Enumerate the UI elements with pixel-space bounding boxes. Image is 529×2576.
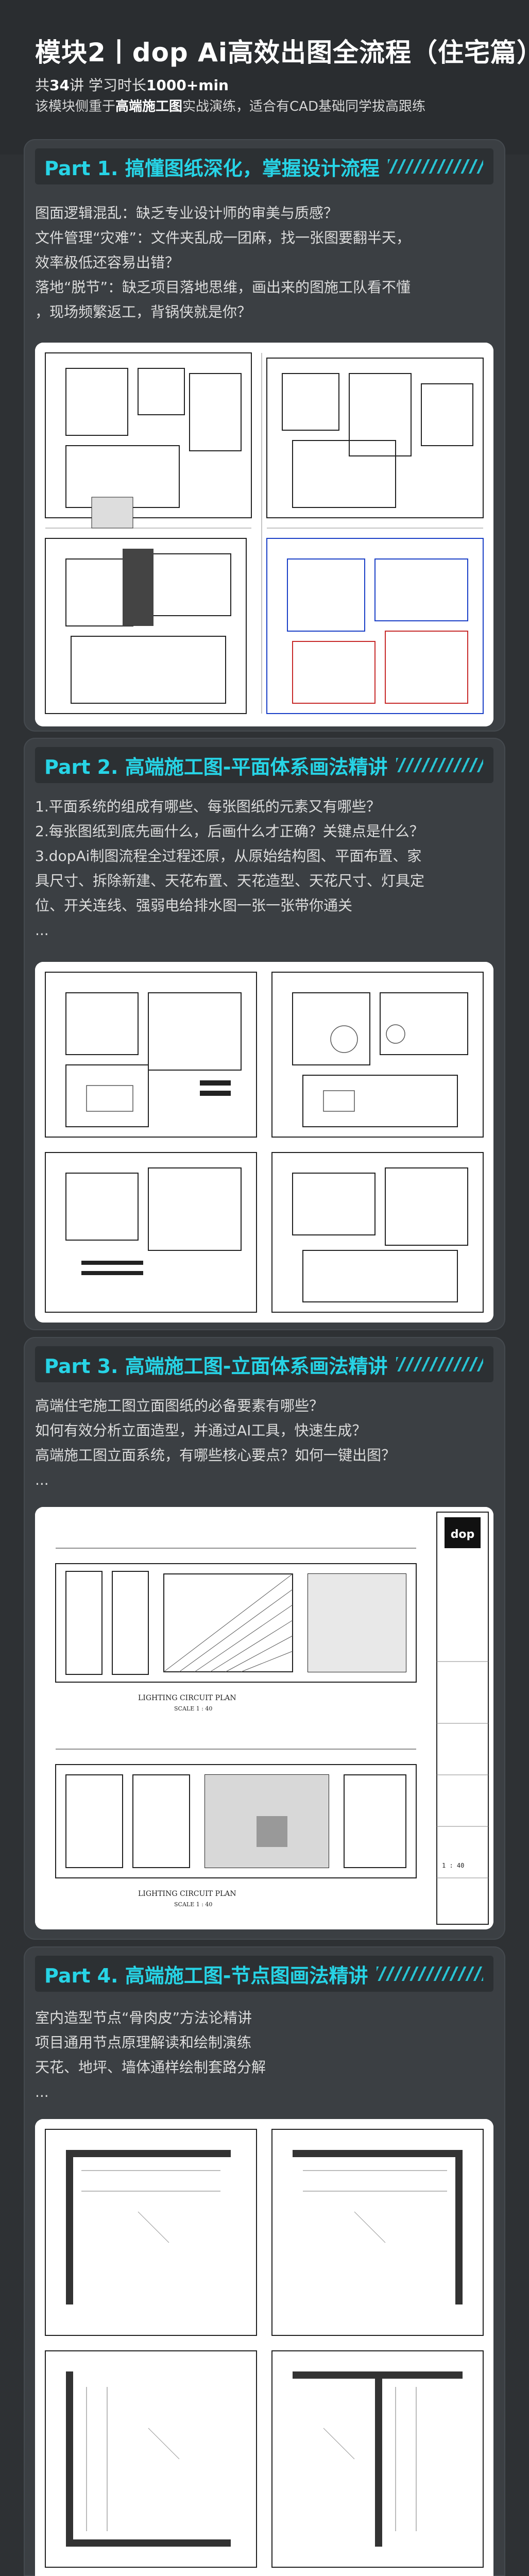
part-1-title-bar: Part 1. 搞懂图纸深化，掌握设计流程 [35,148,493,184]
course-hours: 共34讲 学习时长1000+min [35,77,229,94]
point: 文件管理“灾难”：文件夹乱成一团麻，找一张图要翻半天， [35,229,411,246]
stripe-decoration [376,1967,483,1981]
stripe-decoration [396,1357,483,1371]
point: 项目通用节点原理解读和绘制演练 [35,2034,252,2051]
part-4-title: Part 4. 高端施工图-节点图画法精讲 [44,1964,368,1987]
detail-drawings-image [35,2119,493,2576]
point: 1.平面系统的组成有哪些、每张图纸的元素又有哪些？ [35,798,381,815]
point: 3.dopAi制图流程全过程还原，从原始结构图、平面布置、家 [35,848,422,865]
stripe-decoration [396,758,483,772]
point: ... [35,2083,49,2100]
part-1-title: Part 1. 搞懂图纸深化，掌握设计流程 [44,157,380,180]
part-2-points: 1.平面系统的组成有哪些、每张图纸的元素又有哪些？ 2.每张图纸到底先画什么，后… [35,794,493,943]
part-2-title-bar: Part 2. 高端施工图-平面体系画法精讲 [35,747,493,783]
point: 位、开关连线、强弱电给排水图一张一张带你通关 [35,897,353,914]
point: 天花、地坪、墙体通样绘制套路分解 [35,2059,266,2076]
point: 效率极低还容易出错？ [35,254,180,271]
part-2-panel: Part 2. 高端施工图-平面体系画法精讲 1.平面系统的组成有哪些、每张图纸… [24,738,505,1330]
elevation-scale-2: SCALE 1 : 40 [174,1901,212,1908]
point: 2.每张图纸到底先画什么，后画什么才正确？关键点是什么？ [35,823,424,840]
point: ，现场频繁返工，背锅侠就是你？ [35,303,252,320]
part-4-panel: Part 4. 高端施工图-节点图画法精讲 室内造型节点“骨肉皮”方法论精讲 项… [24,1946,505,2576]
plan-system-drawings-image [35,962,493,1323]
part-4-title-bar: Part 4. 高端施工图-节点图画法精讲 [35,1956,493,1992]
part-3-points: 高端住宅施工图立面图纸的必备要素有哪些？ 如何有效分析立面造型，并通过AI工具，… [35,1394,493,1493]
part-4-points: 室内造型节点“骨肉皮”方法论精讲 项目通用节点原理解读和绘制演练 天花、地坪、墙… [35,2006,493,2105]
part-2-title: Part 2. 高端施工图-平面体系画法精讲 [44,755,388,778]
elevation-caption-2: LIGHTING CIRCUIT PLAN [138,1890,236,1898]
point: 如何有效分析立面造型，并通过AI工具，快速生成？ [35,1422,367,1439]
point: 室内造型节点“骨肉皮”方法论精讲 [35,2009,252,2026]
module-title: 模块2丨dop Ai高效出图全流程（住宅篇） [35,38,529,67]
floor-plan-drawings-image [35,343,493,726]
module-description: 该模块侧重于高端施工图实战演练，适合有CAD基础同学拔高跟练 [35,99,425,114]
part-1-points: 图面逻辑混乱：缺乏专业设计师的审美与质感？ 文件管理“灾难”：文件夹乱成一团麻，… [35,201,493,325]
point: 图面逻辑混乱：缺乏专业设计师的审美与质感？ [35,205,338,222]
point: 高端施工图立面系统，有哪些核心要点？如何一键出图？ [35,1447,396,1464]
part-1-panel: Part 1. 搞懂图纸深化，掌握设计流程 图面逻辑混乱：缺乏专业设计师的审美与… [24,139,505,732]
title-block-scale: 1 : 40 [442,1862,464,1869]
elevation-caption-1: LIGHTING CIRCUIT PLAN [138,1694,236,1702]
point: 落地“脱节”：缺乏项目落地思维，画出来的图施工队看不懂 [35,279,411,296]
point: 具尺寸、拆除新建、天花布置、天花造型、天花尺寸、灯具定 [35,872,425,889]
firm-logo: dop [451,1528,475,1541]
elevation-drawings-image: dop 1 : 40 LIGHTING CIRCUIT PLAN SCALE 1… [35,1507,493,1929]
part-3-title: Part 3. 高端施工图-立面体系画法精讲 [44,1354,388,1378]
header: 模块2丨dop Ai高效出图全流程（住宅篇） 共34讲 学习时长1000+min… [0,0,529,155]
part-3-title-bar: Part 3. 高端施工图-立面体系画法精讲 [35,1346,493,1382]
point: 高端住宅施工图立面图纸的必备要素有哪些？ [35,1397,324,1414]
stripe-decoration [387,159,483,174]
part-3-panel: Part 3. 高端施工图-立面体系画法精讲 高端住宅施工图立面图纸的必备要素有… [24,1337,505,1940]
elevation-scale-1: SCALE 1 : 40 [174,1705,212,1712]
point: ... [35,922,49,939]
point: ... [35,1471,49,1488]
